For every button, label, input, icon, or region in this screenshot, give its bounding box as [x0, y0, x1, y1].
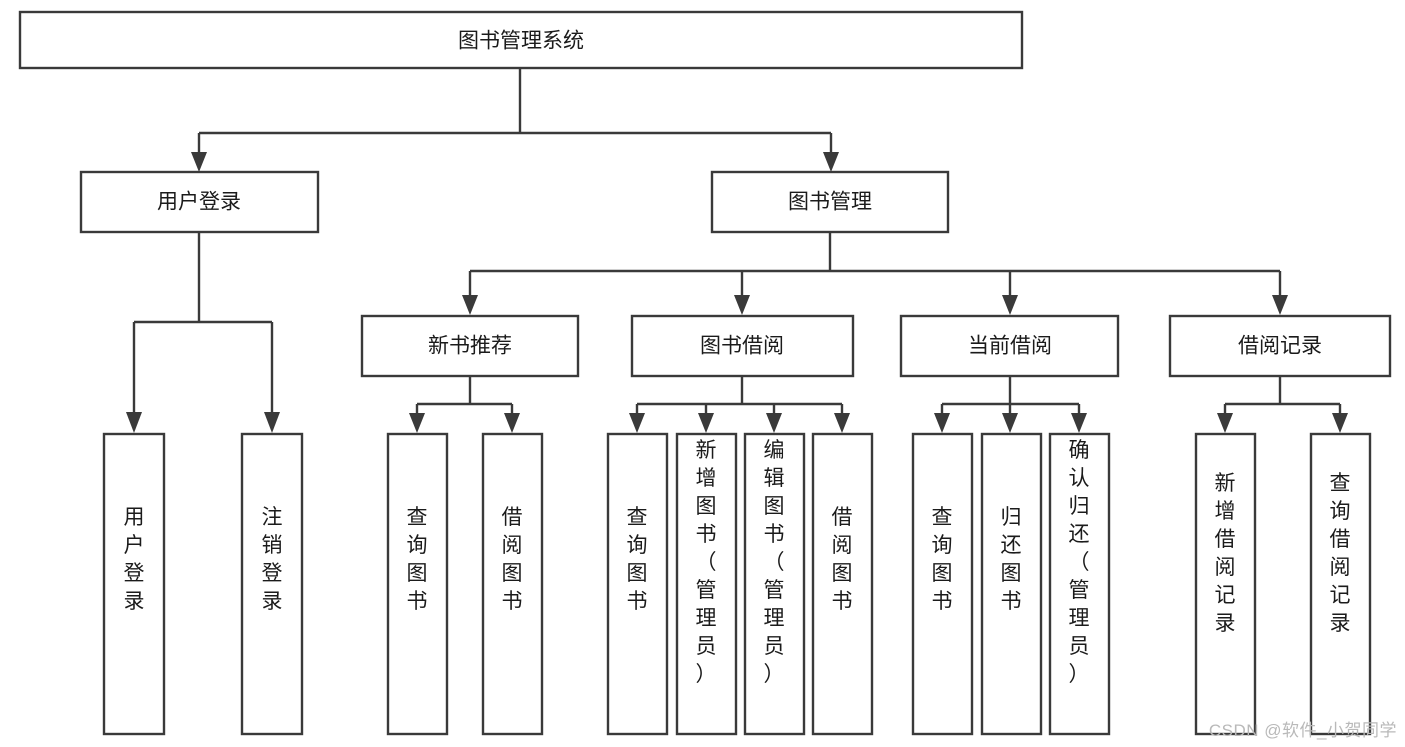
node-current-borrow-box[interactable] [899, 314, 1120, 378]
node-leaf-edit-book[interactable]: 编辑图书（管理员） [743, 432, 806, 736]
node-book-borrow-label: 图书借阅 [700, 335, 784, 358]
node-borrow-record[interactable]: 借阅记录 [1168, 314, 1392, 378]
node-leaf-borrow-book-1[interactable]: 借阅图书 [481, 432, 544, 736]
node-leaf-logout[interactable]: 注销登录 [240, 432, 304, 736]
node-current-borrow-label: 当前借阅 [968, 335, 1052, 358]
node-leaf-confirm-return-box[interactable] [1048, 432, 1111, 736]
node-leaf-return-book[interactable]: 归还图书 [980, 432, 1043, 736]
arrow-to-book-manage [823, 152, 839, 172]
connector-current-borrow-to-leaves [940, 376, 1081, 413]
node-new-book-recommend-label: 新书推荐 [428, 335, 512, 358]
node-leaf-edit-book-label: 编辑图书（管理员） [764, 439, 785, 686]
arrow-to-new-book-recommend [462, 295, 478, 315]
connector-borrow-record-to-leaves [1223, 376, 1342, 413]
node-user-login[interactable]: 用户登录 [79, 170, 320, 234]
node-leaf-borrow-book-1-label: 借阅图书 [502, 506, 523, 613]
node-book-manage-label: 图书管理 [788, 191, 872, 214]
node-leaf-borrow-book-2-box[interactable] [811, 432, 874, 736]
arrow-to-leaf-query-book-1 [409, 413, 425, 433]
arrow-to-current-borrow [1002, 295, 1018, 315]
node-leaf-query-book-1-label: 查询图书 [407, 506, 428, 613]
node-leaf-query-book-2[interactable]: 查询图书 [606, 432, 669, 736]
node-leaf-confirm-return[interactable]: 确认归还（管理员） [1048, 432, 1111, 736]
arrow-to-leaf-query-book-2 [629, 413, 645, 433]
node-leaf-add-record-box[interactable] [1194, 432, 1257, 736]
arrow-to-borrow-record [1272, 295, 1288, 315]
node-borrow-record-label: 借阅记录 [1238, 335, 1322, 358]
node-leaf-borrow-book-1-box[interactable] [481, 432, 544, 736]
arrow-to-book-borrow [734, 295, 750, 315]
node-current-borrow[interactable]: 当前借阅 [899, 314, 1120, 378]
node-leaf-logout-box[interactable] [240, 432, 304, 736]
node-user-login-box[interactable] [79, 170, 320, 234]
node-root[interactable]: 图书管理系统 [18, 10, 1024, 70]
csdn-watermark: CSDN @软件_小贺同学 [1208, 721, 1397, 740]
arrow-to-leaf-user-login [126, 412, 142, 433]
node-leaf-query-book-3-box[interactable] [911, 432, 974, 736]
arrow-to-leaf-add-book [698, 413, 714, 433]
node-new-book-recommend[interactable]: 新书推荐 [360, 314, 580, 378]
node-leaf-query-book-2-box[interactable] [606, 432, 669, 736]
arrow-to-leaf-borrow-book-2 [834, 413, 850, 433]
node-leaf-add-book-box[interactable] [675, 432, 738, 736]
arrow-to-leaf-logout [264, 412, 280, 433]
node-leaf-user-login-box[interactable] [102, 432, 166, 736]
node-leaf-edit-book-box[interactable] [743, 432, 806, 736]
node-leaf-query-book-1[interactable]: 查询图书 [386, 432, 449, 736]
node-leaf-add-book-label: 新增图书（管理员） [696, 439, 717, 686]
node-leaf-confirm-return-label: 确认归还（管理员） [1069, 439, 1090, 686]
node-book-borrow-box[interactable] [630, 314, 855, 378]
node-book-borrow[interactable]: 图书借阅 [630, 314, 855, 378]
connector-user-login-to-leaves [132, 232, 274, 412]
arrow-to-leaf-borrow-book-1 [504, 413, 520, 433]
node-leaf-query-record[interactable]: 查询借阅记录 [1309, 432, 1372, 736]
arrow-to-leaf-query-record [1332, 413, 1348, 433]
connector-new-book-recommend-to-leaves [415, 376, 514, 413]
node-leaf-return-book-label: 归还图书 [1001, 506, 1022, 613]
node-leaf-user-login-label: 用户登录 [124, 506, 145, 613]
connector-book-borrow-to-leaves [635, 376, 844, 413]
arrow-to-user-login [191, 152, 207, 172]
arrow-to-leaf-query-book-3 [934, 413, 950, 433]
node-leaf-query-record-label: 查询借阅记录 [1330, 472, 1351, 635]
node-leaf-add-record[interactable]: 新增借阅记录 [1194, 432, 1257, 736]
node-leaf-add-record-label: 新增借阅记录 [1215, 472, 1236, 635]
node-leaf-user-login[interactable]: 用户登录 [102, 432, 166, 736]
arrow-to-leaf-return-book [1002, 413, 1018, 433]
node-leaf-query-book-3-label: 查询图书 [932, 506, 953, 613]
node-new-book-recommend-box[interactable] [360, 314, 580, 378]
arrow-to-leaf-edit-book [766, 413, 782, 433]
node-leaf-query-record-box[interactable] [1309, 432, 1372, 736]
node-root-box[interactable] [18, 10, 1024, 70]
node-book-manage-box[interactable] [710, 170, 950, 234]
connector-book-manage-to-level3 [468, 232, 1282, 295]
node-leaf-add-book[interactable]: 新增图书（管理员） [675, 432, 738, 736]
node-leaf-query-book-1-box[interactable] [386, 432, 449, 736]
arrow-to-leaf-add-record [1217, 413, 1233, 433]
node-leaf-logout-label: 注销登录 [262, 506, 283, 613]
node-leaf-query-book-3[interactable]: 查询图书 [911, 432, 974, 736]
node-leaf-borrow-book-2[interactable]: 借阅图书 [811, 432, 874, 736]
node-user-login-label: 用户登录 [157, 191, 241, 214]
connector-layer [126, 68, 1348, 433]
connector-root-to-level2 [197, 68, 833, 152]
node-book-manage[interactable]: 图书管理 [710, 170, 950, 234]
arrow-to-leaf-confirm-return [1071, 413, 1087, 433]
node-root-label: 图书管理系统 [458, 30, 584, 53]
node-leaf-return-book-box[interactable] [980, 432, 1043, 736]
node-leaf-borrow-book-2-label: 借阅图书 [832, 506, 853, 613]
node-leaf-query-book-2-label: 查询图书 [627, 506, 648, 613]
node-borrow-record-box[interactable] [1168, 314, 1392, 378]
